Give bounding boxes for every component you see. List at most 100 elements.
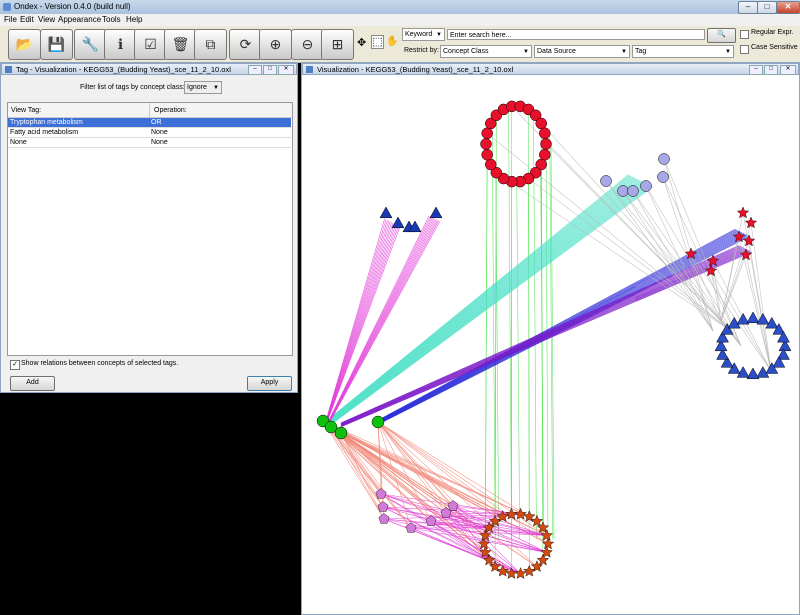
protein-node[interactable] (765, 316, 779, 329)
reaction-node[interactable] (704, 264, 718, 277)
panel-maximize-icon[interactable]: □ (263, 65, 277, 75)
show-relations-checkbox[interactable]: ✓ (10, 360, 20, 370)
add-button[interactable]: Add (10, 376, 55, 391)
reaction-node[interactable] (540, 545, 553, 558)
protein-node[interactable] (756, 366, 770, 378)
protein-node[interactable] (727, 362, 741, 374)
search-input[interactable]: Enter search here... (447, 29, 705, 40)
enzyme-node[interactable] (529, 109, 542, 122)
pathway-node[interactable] (371, 415, 385, 429)
concept-class-select[interactable]: Concept Class ▼ (440, 45, 532, 58)
table-row[interactable]: None None (8, 138, 291, 148)
protein-node[interactable] (716, 330, 729, 343)
protein-node[interactable] (778, 339, 792, 352)
checkbox-icon[interactable]: ☑ (134, 29, 167, 60)
protein-node[interactable] (720, 355, 734, 368)
tag-select[interactable]: Tag ▼ (632, 45, 734, 58)
menu-file[interactable]: File (4, 15, 17, 24)
protein-node[interactable] (736, 312, 750, 325)
table-row[interactable]: Tryptophan metabolism OR (8, 118, 291, 128)
enzyme-node[interactable] (485, 117, 497, 130)
network-graph-canvas[interactable] (302, 75, 799, 613)
protein-node[interactable] (772, 355, 786, 368)
regex-checkbox[interactable] (740, 30, 749, 39)
search-button[interactable]: 🔍 (707, 28, 736, 43)
enzyme-node[interactable] (490, 166, 503, 179)
minimize-button[interactable]: – (738, 1, 758, 14)
table-row[interactable]: Fatty acid metabolism None (8, 128, 291, 138)
menu-edit[interactable]: Edit (20, 15, 34, 24)
reaction-node[interactable] (477, 537, 491, 550)
reaction-node[interactable] (530, 514, 544, 527)
reaction-node[interactable] (739, 248, 753, 261)
compound-node[interactable] (658, 153, 670, 165)
close-button[interactable]: ✕ (776, 1, 800, 14)
copy-icon[interactable]: ⧉ (194, 29, 227, 60)
enzyme-node[interactable] (485, 158, 497, 171)
compound-node[interactable] (600, 175, 612, 187)
maximize-button[interactable]: □ (757, 1, 777, 14)
enzyme-node[interactable] (535, 158, 547, 171)
ec-node[interactable] (375, 488, 387, 499)
reaction-node[interactable] (530, 560, 544, 572)
protein-node[interactable] (777, 348, 790, 360)
enzyme-node[interactable] (540, 138, 552, 150)
enzyme-node[interactable] (480, 138, 492, 150)
protein-node[interactable] (720, 323, 734, 335)
reaction-node[interactable] (514, 507, 527, 520)
protein-node[interactable] (765, 362, 779, 374)
pathway-node[interactable] (324, 420, 338, 434)
data-source-select[interactable]: Data Source ▼ (534, 45, 630, 58)
reaction-node[interactable] (523, 510, 536, 523)
move-icon[interactable]: ✥ (357, 37, 367, 49)
reaction-node[interactable] (540, 528, 553, 541)
reaction-node[interactable] (496, 564, 509, 577)
panel-minimize-icon[interactable]: – (248, 65, 262, 75)
compound-node[interactable] (657, 171, 669, 183)
ec-node[interactable] (377, 501, 389, 512)
gene-node[interactable] (391, 216, 405, 229)
protein-node[interactable] (772, 323, 786, 335)
reaction-node[interactable] (536, 521, 550, 534)
menu-appearance[interactable]: Appearance (58, 15, 102, 24)
pick-icon[interactable]: ⬚ (371, 35, 384, 49)
reaction-node[interactable] (488, 514, 502, 527)
wrench-icon[interactable]: 🔧 (74, 29, 107, 60)
protein-node[interactable] (777, 330, 790, 343)
compound-node[interactable] (627, 185, 639, 197)
tag-operation[interactable]: None (151, 139, 168, 146)
menu-view[interactable]: View (38, 15, 56, 24)
reaction-node[interactable] (479, 528, 492, 541)
ec-node[interactable] (425, 515, 437, 526)
enzyme-node[interactable] (539, 148, 551, 161)
open-folder-icon[interactable]: 📂 (8, 29, 41, 60)
compound-node[interactable] (640, 180, 652, 192)
hand-icon[interactable]: ✋ (386, 36, 399, 47)
reaction-node[interactable] (736, 206, 750, 219)
case-sensitive-checkbox[interactable] (740, 45, 749, 54)
panel-maximize-icon[interactable]: □ (764, 65, 778, 75)
column-header-view-tag[interactable]: View Tag: (11, 107, 42, 114)
gene-node[interactable] (408, 220, 422, 233)
gene-node[interactable] (429, 206, 443, 219)
ec-node[interactable] (447, 500, 459, 511)
reaction-node[interactable] (744, 216, 758, 229)
ec-node[interactable] (440, 507, 452, 518)
trash-icon[interactable]: 🗑 (164, 29, 197, 60)
protein-node[interactable] (756, 312, 770, 325)
apply-button[interactable]: Apply (247, 376, 292, 391)
protein-node[interactable] (736, 366, 750, 378)
enzyme-node[interactable] (535, 117, 547, 130)
tag-operation[interactable]: None (151, 129, 168, 136)
reaction-node[interactable] (541, 537, 555, 550)
ec-node[interactable] (378, 513, 390, 524)
protein-node[interactable] (716, 348, 729, 360)
reaction-node[interactable] (482, 553, 496, 566)
protein-node[interactable] (727, 316, 741, 329)
reaction-node[interactable] (523, 564, 536, 577)
protein-node[interactable] (746, 367, 760, 380)
enzyme-node[interactable] (481, 148, 493, 161)
tag-operation[interactable]: OR (151, 119, 162, 126)
fit-icon[interactable]: ⊞ (321, 29, 354, 60)
zoom-out-icon[interactable]: ⊖ (291, 29, 324, 60)
